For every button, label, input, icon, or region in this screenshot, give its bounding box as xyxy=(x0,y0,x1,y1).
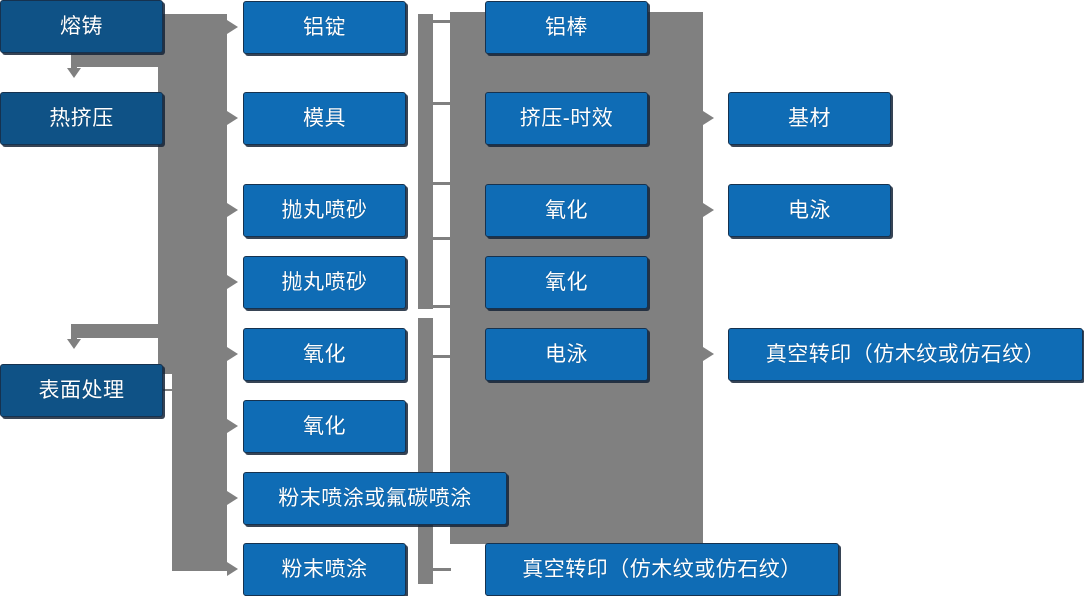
surface-treatment-link-line xyxy=(163,389,179,391)
node-muju[interactable]: 模具 xyxy=(243,92,406,145)
node-yanghua-2[interactable]: 氧化 xyxy=(243,400,406,453)
spine-tick-4 xyxy=(433,237,451,240)
node-biaomianchuli[interactable]: 表面处理 xyxy=(0,364,163,417)
down-arrow-extrusion-to-surface xyxy=(67,339,81,349)
node-rejiya[interactable]: 热挤压 xyxy=(0,92,163,145)
narrow-spine-upper xyxy=(418,14,433,309)
spine-tick-5 xyxy=(433,305,451,308)
arrow-to-paowan-2 xyxy=(227,275,238,289)
node-yanghua-4[interactable]: 氧化 xyxy=(485,256,648,309)
spine-tick-2 xyxy=(433,102,451,105)
arrow-to-fenmo xyxy=(227,562,238,576)
node-paowanpensha-2[interactable]: 抛丸喷砂 xyxy=(243,256,406,309)
arrow-to-yanghua-2 xyxy=(227,419,238,433)
node-jicai[interactable]: 基材 xyxy=(728,92,891,145)
spine-tick-6 xyxy=(433,355,451,358)
spine-tick-7 xyxy=(433,568,451,571)
node-dianyong-1[interactable]: 电泳 xyxy=(485,328,648,381)
left-trunk-connector xyxy=(172,14,227,571)
node-lubang[interactable]: 铝棒 xyxy=(485,1,648,54)
arrow-to-jicai xyxy=(703,111,714,125)
node-zhenkongzhuanyin-2[interactable]: 真空转印（仿木纹或仿石纹） xyxy=(728,328,1083,381)
narrow-spine-lower xyxy=(418,318,433,584)
arrow-to-paowan-1 xyxy=(227,203,238,217)
arrow-to-fenmo-futan xyxy=(227,491,238,505)
arrow-to-ludding xyxy=(227,20,238,34)
node-yanghua-1[interactable]: 氧化 xyxy=(243,328,406,381)
shoulder-upper xyxy=(71,53,181,67)
left-trunk-stub xyxy=(158,14,178,374)
spine-tick-3 xyxy=(433,182,451,185)
node-paowanpensha-1[interactable]: 抛丸喷砂 xyxy=(243,184,406,237)
node-fenmopentu-huo-futanpentu[interactable]: 粉末喷涂或氟碳喷涂 xyxy=(243,472,507,525)
node-zhenkongzhuanyin-1[interactable]: 真空转印（仿木纹或仿石纹） xyxy=(485,543,839,596)
node-ludding[interactable]: 铝锭 xyxy=(243,1,406,54)
node-dianyong-2[interactable]: 电泳 xyxy=(728,184,891,237)
node-jiya-shixiao[interactable]: 挤压-时效 xyxy=(485,92,648,145)
arrow-to-yanghua-1 xyxy=(227,347,238,361)
node-rongzhu[interactable]: 熔铸 xyxy=(0,0,163,53)
arrow-to-zhenkong-2 xyxy=(703,347,714,361)
arrow-to-muju xyxy=(227,111,238,125)
node-yanghua-3[interactable]: 氧化 xyxy=(485,184,648,237)
node-fenmopentu[interactable]: 粉末喷涂 xyxy=(243,543,406,596)
spine-tick-1 xyxy=(433,20,451,23)
arrow-to-dianyong-2 xyxy=(703,203,714,217)
shoulder-lower xyxy=(71,324,181,338)
down-arrow-melting-to-extrusion xyxy=(67,68,81,78)
